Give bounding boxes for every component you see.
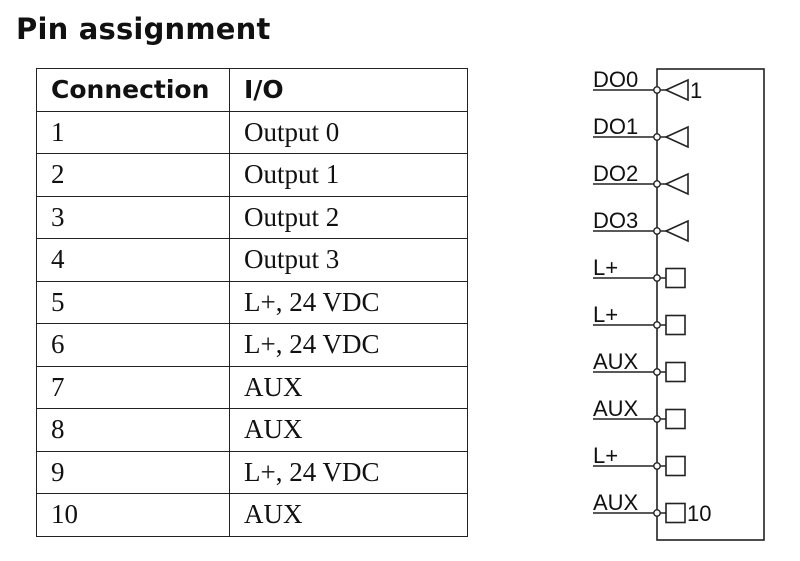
pin-number: 1 <box>690 78 702 103</box>
pin-label: DO0 <box>593 67 638 92</box>
column-header-connection: Connection <box>36 68 230 112</box>
table-header-row: Connection I/O <box>36 68 468 112</box>
pin-label: AUX <box>593 396 639 421</box>
pin-junction <box>653 133 661 141</box>
connection-cell: 2 <box>36 153 230 197</box>
pin-junction <box>653 415 661 423</box>
io-cell: AUX <box>229 493 468 537</box>
io-cell: AUX <box>229 365 468 409</box>
pin-row: AUX <box>593 349 686 383</box>
pin-label: AUX <box>593 349 639 374</box>
output-triangle-icon <box>664 78 689 102</box>
io-cell: L+, 24 VDC <box>229 280 468 324</box>
pin-label: AUX <box>593 490 639 515</box>
pin-junction <box>653 86 661 94</box>
output-triangle-icon <box>664 172 689 196</box>
pin-number: 10 <box>687 501 711 526</box>
pin-label: L+ <box>593 302 618 327</box>
pin-row: L+ <box>593 302 686 336</box>
connection-cell: 9 <box>36 450 230 494</box>
io-cell: Output 3 <box>229 238 468 282</box>
column-header-io: I/O <box>229 68 468 112</box>
io-cell: Output 1 <box>229 153 468 197</box>
terminal-square-icon <box>665 361 686 383</box>
connection-cell: 1 <box>36 110 230 154</box>
connection-cell: 7 <box>36 365 230 409</box>
pin-junction <box>653 509 661 517</box>
pin-junction <box>653 368 661 376</box>
pin-row: AUX <box>593 396 686 430</box>
pin-row: DO0 1 <box>593 67 702 103</box>
pin-junction <box>653 180 661 188</box>
pin-junction <box>653 321 661 329</box>
connection-cell: 3 <box>36 195 230 239</box>
connection-cell: 4 <box>36 238 230 282</box>
terminal-square-icon <box>665 267 686 289</box>
pin-row: L+ <box>593 255 686 289</box>
io-cell: AUX <box>229 408 468 452</box>
io-cell: Output 2 <box>229 195 468 239</box>
pin-row: L+ <box>593 443 686 477</box>
terminal-square-icon <box>665 314 686 336</box>
terminal-square-icon <box>665 408 686 430</box>
pin-junction <box>653 274 661 282</box>
pin-row: DO1 <box>593 114 689 149</box>
output-triangle-icon <box>664 125 689 149</box>
pin-label: DO1 <box>593 114 638 139</box>
connection-cell: 6 <box>36 323 230 367</box>
pin-label: DO2 <box>593 161 638 186</box>
pin-label: L+ <box>593 255 618 280</box>
connection-cell: 8 <box>36 408 230 452</box>
io-cell: L+, 24 VDC <box>229 323 468 367</box>
output-triangle-icon <box>664 219 689 243</box>
pin-row: DO2 <box>593 161 689 196</box>
connector-body <box>656 68 765 541</box>
pin-row: AUX 10 <box>593 490 711 526</box>
page-title: Pin assignment <box>16 12 271 46</box>
io-cell: L+, 24 VDC <box>229 450 468 494</box>
pin-row: DO3 <box>593 208 689 243</box>
terminal-square-icon <box>665 455 686 477</box>
pin-label: DO3 <box>593 208 638 233</box>
pin-label: L+ <box>593 443 618 468</box>
connection-cell: 5 <box>36 280 230 324</box>
terminal-square-icon <box>665 502 686 524</box>
io-cell: Output 0 <box>229 110 468 154</box>
connection-cell: 10 <box>36 493 230 537</box>
pin-junction <box>653 462 661 470</box>
pin-junction <box>653 227 661 235</box>
